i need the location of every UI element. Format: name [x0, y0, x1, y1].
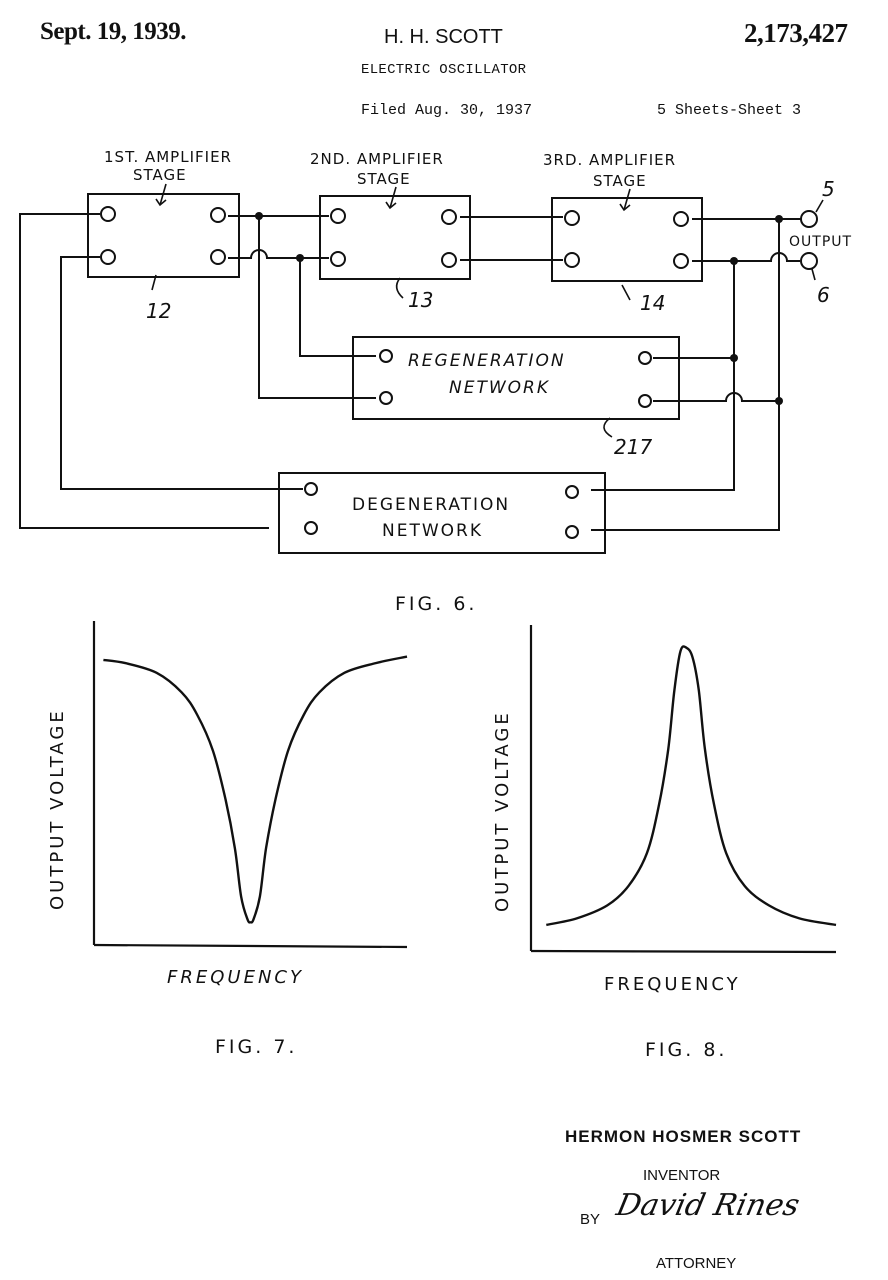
- inventor-role-label: INVENTOR: [643, 1167, 721, 1184]
- stage3-arrow-leader: [623, 188, 631, 211]
- degen-terminal-top-right: [565, 485, 579, 499]
- junction-dot: [730, 257, 738, 265]
- junction-dot: [730, 354, 738, 362]
- wire-junction-to-regen-top-left: [299, 258, 376, 357]
- stage1-terminal-out-top: [210, 207, 226, 223]
- stage1-arrow-leader: [159, 183, 167, 206]
- ref-217-leader: [603, 417, 613, 438]
- stage3-label-line1: 3RD. AMPLIFIER: [543, 151, 676, 169]
- degeneration-label-line1: DEGENERATION: [352, 495, 510, 515]
- output-terminal-6-ref: 6: [817, 283, 830, 307]
- wire-regen-bottom-right: [653, 392, 779, 402]
- wire-stage1-in-bottom-to-degen-top: [60, 256, 303, 490]
- fig7-chart: OUTPUT VOLTAGE FREQUENCY FIG. 7.: [47, 621, 408, 1058]
- regen-terminal-top-right: [638, 351, 652, 365]
- stage1-terminal-in-bottom: [100, 249, 116, 265]
- fig8-y-axis-label: OUTPUT VOLTAGE: [492, 710, 513, 912]
- regeneration-label-line2: NETWORK: [449, 378, 550, 398]
- junction-dot: [296, 254, 304, 262]
- degen-terminal-top-left: [304, 482, 318, 496]
- junction-dot: [255, 212, 263, 220]
- stage2-terminal-out-top: [441, 209, 457, 225]
- fig8-response-curve: [546, 645, 837, 927]
- junction-dot: [775, 215, 783, 223]
- wire-bus-734-to-degen-top-right: [591, 356, 735, 491]
- stage2-arrow-leader: [389, 186, 397, 209]
- stage3-ref-number: 14: [640, 291, 665, 315]
- attorney-role-label: ATTORNEY: [656, 1255, 737, 1272]
- stage3-arrow-icon: [619, 203, 631, 212]
- stage1-ref-number: 12: [146, 299, 171, 323]
- inventor-short-name: H. H. SCOTT: [384, 26, 503, 48]
- regen-terminal-bottom-left: [379, 391, 393, 405]
- regeneration-label-line1: REGENERATION: [408, 351, 566, 371]
- fig8-x-axis-label: FREQUENCY: [604, 974, 741, 995]
- ref-13-leader: [395, 277, 404, 299]
- inventor-full-name: HERMON HOSMER SCOTT: [565, 1127, 802, 1146]
- wire-bus-779-to-degen-bottom-right: [591, 219, 780, 531]
- wire-stage3-out-bottom: [692, 252, 800, 262]
- stage2-label-line2: STAGE: [357, 170, 411, 188]
- ref-6-leader: [811, 268, 816, 281]
- stage2-terminal-out-bottom: [441, 252, 457, 268]
- wire-junction-to-regen-bottom-left: [258, 216, 376, 399]
- fig8-chart: OUTPUT VOLTAGE FREQUENCY FIG. 8.: [492, 625, 837, 1061]
- filing-date: Filed Aug. 30, 1937: [361, 102, 533, 119]
- stage3-terminal-in-bottom: [564, 252, 580, 268]
- stage3-terminal-out-top: [673, 211, 689, 227]
- stage2-ref-number: 13: [408, 288, 433, 312]
- regeneration-network-box: [352, 336, 680, 420]
- stage1-label-line2: STAGE: [133, 166, 187, 184]
- degen-terminal-bottom-right: [565, 525, 579, 539]
- fig8-caption: FIG. 8.: [645, 1039, 727, 1061]
- wire-stage1-to-stage2-bottom: [228, 249, 329, 259]
- issue-date: Sept. 19, 1939.: [40, 18, 186, 45]
- output-label: OUTPUT: [789, 234, 852, 250]
- degeneration-label-line2: NETWORK: [382, 521, 483, 541]
- fig7-y-axis-label: OUTPUT VOLTAGE: [47, 708, 68, 910]
- stage2-label-line1: 2ND. AMPLIFIER: [310, 150, 444, 168]
- attorney-signature: David Rines: [613, 1188, 803, 1223]
- regen-terminal-bottom-right: [638, 394, 652, 408]
- stage2-terminal-in-top: [330, 208, 346, 224]
- stage3-label-line2: STAGE: [593, 172, 647, 190]
- stage1-terminal-out-bottom: [210, 249, 226, 265]
- wire-stage1-in-top-to-degen-bottom: [19, 213, 269, 529]
- stage2-terminal-in-bottom: [330, 251, 346, 267]
- fig6-caption: FIG. 6.: [395, 593, 477, 615]
- stage1-terminal-in-top: [100, 206, 116, 222]
- fig7-caption: FIG. 7.: [215, 1036, 297, 1058]
- sheet-count: 5 Sheets-Sheet 3: [657, 102, 802, 119]
- regen-terminal-top-left: [379, 349, 393, 363]
- stage3-terminal-in-top: [564, 210, 580, 226]
- ref-14-leader: [621, 284, 631, 301]
- ref-12-leader: [151, 274, 157, 291]
- output-terminal-5-ref: 5: [822, 177, 835, 201]
- stage2-arrow-icon: [385, 201, 397, 210]
- by-label: BY: [580, 1211, 601, 1228]
- fig7-response-curve: [103, 655, 408, 924]
- degeneration-network-box: [278, 472, 606, 554]
- output-terminal-5: [800, 210, 818, 228]
- junction-dot: [775, 397, 783, 405]
- fig7-x-axis: [93, 943, 408, 949]
- fig7-x-axis-label: FREQUENCY: [167, 967, 304, 988]
- stage1-arrow-icon: [155, 198, 167, 207]
- output-terminal-6: [800, 252, 818, 270]
- stage3-terminal-out-bottom: [673, 253, 689, 269]
- ref-5-leader: [815, 199, 824, 213]
- amplifier-stage-2-box: [319, 195, 471, 280]
- patent-number: 2,173,427: [744, 18, 848, 48]
- patent-title: ELECTRIC OSCILLATOR: [361, 62, 527, 78]
- stage1-label-line1: 1ST. AMPLIFIER: [104, 148, 232, 166]
- fig8-x-axis: [530, 949, 837, 954]
- degen-terminal-bottom-left: [304, 521, 318, 535]
- regeneration-ref-number: 217: [614, 435, 652, 459]
